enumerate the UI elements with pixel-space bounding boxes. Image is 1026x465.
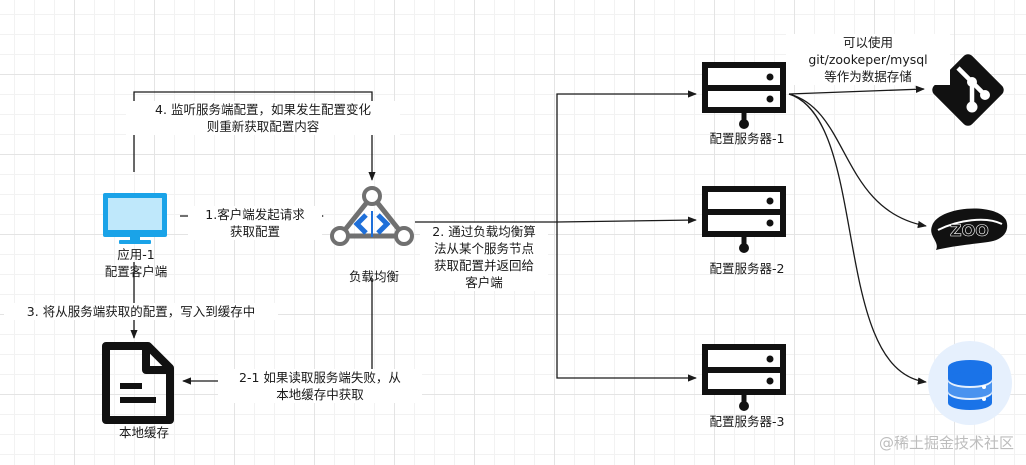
document-icon — [102, 342, 174, 424]
edge-label-fallback: 2-1 如果读取服务端失败，从 本地缓存中获取 — [218, 369, 422, 403]
edge-label-listen: 4. 监听服务端配置，如果发生配置变化 则重新获取配置内容 — [126, 101, 400, 135]
edge-to-server-3 — [556, 222, 697, 382]
edge-to-server-1 — [556, 90, 697, 222]
database-icon — [928, 341, 1012, 425]
zookeeper-icon: ZOO — [931, 208, 1008, 250]
node-label-server-3: 配置服务器-3 — [709, 414, 785, 429]
server-icon — [702, 186, 786, 253]
edge-label-request: 1.客户端发起请求 获取配置 — [188, 206, 322, 240]
node-label-load-balancer: 负载均衡 — [348, 269, 399, 284]
edge-to-zookeeper — [788, 93, 927, 229]
load-balancer-icon — [330, 186, 414, 246]
monitor-icon — [103, 193, 167, 244]
edge-to-git — [788, 85, 925, 95]
watermark: @稀土掘金技术社区 — [878, 434, 1014, 452]
node-label-app-2: 配置客户端 — [104, 264, 168, 279]
svg-text:ZOO: ZOO — [950, 221, 989, 240]
server-icon — [702, 344, 786, 411]
edge-label-storage: 可以使用 git/zookeper/mysql 等作为数据存储 — [786, 34, 950, 85]
edge-to-server-2 — [556, 216, 697, 224]
git-icon — [932, 54, 1004, 126]
edge-fallback — [182, 278, 373, 385]
node-label-server-1: 配置服务器-1 — [709, 131, 785, 146]
edge-label-lb-route: 2. 通过负载均衡算 法从某个服务节点 获取配置并返回给 客户端 — [420, 223, 548, 291]
edge-label-write-cache: 3. 将从服务端获取的配置，写入到缓存中 — [4, 303, 278, 320]
edge-to-database — [788, 93, 927, 385]
node-label-app-1: 应用-1 — [117, 247, 155, 262]
server-icon — [702, 62, 786, 129]
node-label-local-cache: 本地缓存 — [118, 425, 169, 440]
node-label-server-2: 配置服务器-2 — [709, 261, 785, 276]
